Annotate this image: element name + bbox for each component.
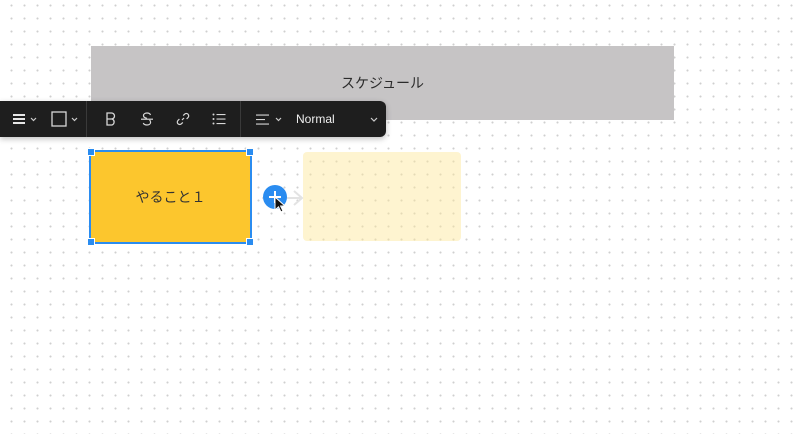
schedule-card-label: スケジュール (340, 76, 425, 92)
text-align-button[interactable] (256, 101, 282, 137)
chevron-down-icon (71, 117, 78, 121)
text-style-dropdown[interactable]: Normal (282, 101, 386, 137)
square-icon (51, 111, 67, 127)
resize-handle-top-left[interactable] (87, 148, 95, 156)
chevron-down-icon (275, 117, 282, 121)
toolbar-divider (240, 101, 241, 137)
link-button[interactable] (173, 101, 193, 137)
bold-button[interactable] (101, 101, 121, 137)
resize-handle-bottom-right[interactable] (246, 238, 254, 246)
resize-handle-bottom-left[interactable] (87, 238, 95, 246)
list-icon (212, 113, 226, 125)
bold-icon (106, 112, 116, 126)
todo-card-selected[interactable]: やること１ (89, 150, 252, 244)
toolbar-divider (86, 101, 87, 137)
link-icon (176, 112, 190, 126)
chevron-down-icon (30, 117, 37, 121)
bullet-list-button[interactable] (209, 101, 229, 137)
text-style-value: Normal (296, 112, 335, 126)
strikethrough-button[interactable] (137, 101, 157, 137)
todo-card-label: やること１ (135, 190, 206, 206)
border-style-button[interactable] (51, 101, 78, 137)
strikethrough-icon (141, 112, 153, 126)
line-weight-button[interactable] (12, 101, 37, 137)
ghost-card-preview (303, 152, 461, 241)
mouse-cursor-icon (274, 196, 287, 213)
lines-icon (13, 114, 25, 124)
format-toolbar: Normal (0, 101, 386, 137)
resize-handle-top-right[interactable] (246, 148, 254, 156)
align-left-icon (256, 114, 269, 125)
chevron-down-icon (370, 117, 378, 122)
